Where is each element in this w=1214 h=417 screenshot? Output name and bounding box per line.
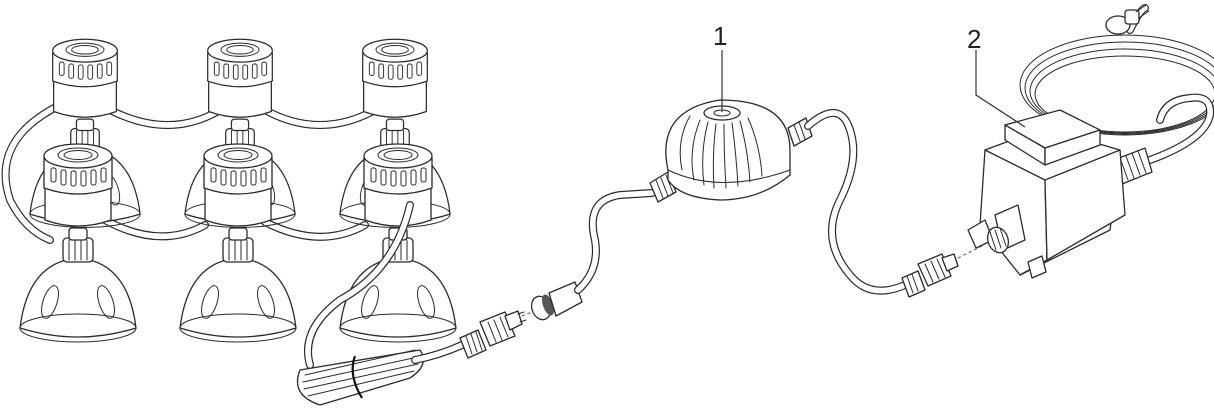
distributor [649,99,813,203]
callout-leader-2 [975,50,1026,128]
transformer-lead-cable [804,108,909,295]
mains-plug [1105,4,1150,35]
callout-number-1: 1 [713,21,728,51]
callout-number-2: 2 [967,24,982,54]
transformer-coupling-plug [901,253,959,298]
transformer [967,4,1214,279]
lamp-lead-cable [296,201,466,406]
cable-coupling-female [530,189,656,321]
cable-coupling-male [459,310,527,359]
lamp-interconnect-cables [1,101,379,244]
